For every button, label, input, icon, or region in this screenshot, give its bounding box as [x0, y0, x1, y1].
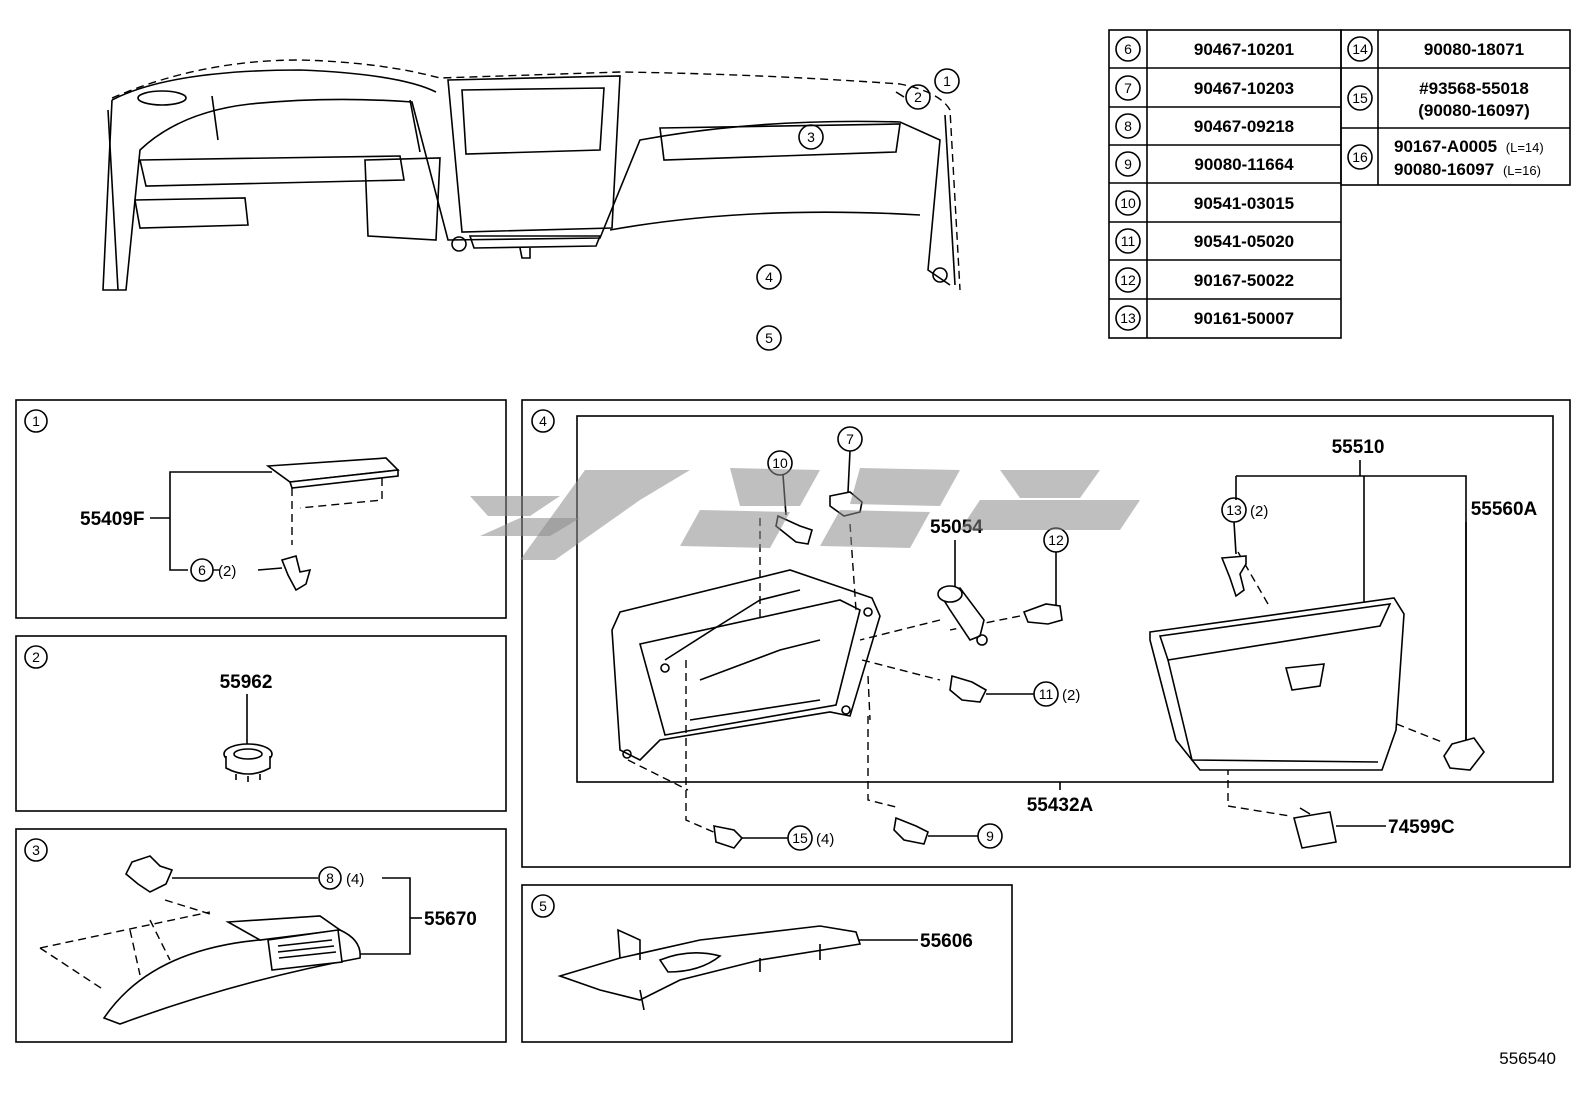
svg-text:(2): (2) — [1062, 687, 1080, 704]
svg-text:(90080-16097): (90080-16097) — [1418, 101, 1530, 120]
svg-text:12: 12 — [1048, 532, 1064, 548]
panel-5: 5 55606 — [521, 884, 1013, 1043]
svg-text:10: 10 — [772, 455, 788, 471]
svg-text:90467-10203: 90467-10203 — [1194, 79, 1294, 98]
overview-callout-4: 4 — [756, 264, 782, 290]
svg-text:16: 16 — [1352, 149, 1368, 165]
svg-text:3: 3 — [807, 129, 815, 145]
svg-text:2: 2 — [32, 649, 40, 665]
svg-text:6: 6 — [198, 562, 206, 578]
svg-text:(2): (2) — [218, 563, 236, 580]
watermark-logo — [470, 468, 1140, 560]
svg-text:55510: 55510 — [1332, 437, 1385, 458]
overview-callout-3: 3 — [798, 124, 824, 150]
svg-text:74599C: 74599C — [1388, 817, 1455, 838]
svg-text:90467-09218: 90467-09218 — [1194, 117, 1294, 136]
svg-text:9: 9 — [1124, 156, 1132, 172]
svg-text:5: 5 — [539, 898, 547, 914]
svg-text:90467-10201: 90467-10201 — [1194, 40, 1294, 59]
svg-text:90080-16097 (L=16): 90080-16097 (L=16) — [1394, 160, 1541, 179]
table-row: 13 90161-50007 — [1115, 305, 1294, 331]
svg-text:4: 4 — [765, 269, 773, 285]
svg-text:55962: 55962 — [220, 672, 273, 693]
parts-number-table: 6 90467-10201 7 90467-10203 8 90467-0921… — [1108, 29, 1571, 339]
overview-callout-5: 5 — [756, 325, 782, 351]
svg-text:4: 4 — [539, 413, 547, 429]
svg-text:13: 13 — [1226, 502, 1242, 518]
svg-text:55606: 55606 — [920, 931, 973, 952]
table-row: 7 90467-10203 — [1115, 75, 1294, 101]
diagram-code: 556540 — [1499, 1049, 1556, 1068]
svg-text:5: 5 — [765, 330, 773, 346]
table-row: 15 #93568-55018 (90080-16097) — [1347, 79, 1530, 120]
svg-text:3: 3 — [32, 842, 40, 858]
panel-1: 1 55409F 6 (2) — [15, 399, 507, 619]
svg-text:9: 9 — [986, 828, 994, 844]
table-row: 8 90467-09218 — [1115, 113, 1294, 139]
svg-text:1: 1 — [32, 413, 40, 429]
svg-text:(2): (2) — [1250, 503, 1268, 520]
overview-callout-2: 2 — [905, 84, 931, 110]
table-row: 9 90080-11664 — [1115, 151, 1294, 177]
svg-text:90541-05020: 90541-05020 — [1194, 232, 1294, 251]
table-row: 14 90080-18071 — [1347, 36, 1524, 62]
svg-text:55409F: 55409F — [80, 509, 144, 530]
svg-text:90080-18071: 90080-18071 — [1424, 40, 1524, 59]
svg-text:(4): (4) — [816, 831, 834, 848]
svg-text:7: 7 — [846, 431, 854, 447]
svg-text:90167-50022: 90167-50022 — [1194, 271, 1294, 290]
svg-text:55560A: 55560A — [1471, 499, 1538, 520]
svg-text:10: 10 — [1120, 195, 1136, 211]
svg-text:55432A: 55432A — [1027, 795, 1094, 816]
svg-text:15: 15 — [1352, 90, 1368, 106]
table-row: 12 90167-50022 — [1115, 267, 1294, 293]
svg-text:90167-A0005 (L=14): 90167-A0005 (L=14) — [1394, 137, 1544, 156]
svg-text:12: 12 — [1120, 272, 1136, 288]
svg-text:90161-50007: 90161-50007 — [1194, 309, 1294, 328]
table-row: 11 90541-05020 — [1115, 228, 1294, 254]
svg-text:11: 11 — [1039, 686, 1054, 702]
svg-text:90541-03015: 90541-03015 — [1194, 194, 1294, 213]
svg-text:6: 6 — [1124, 41, 1132, 57]
svg-text:15: 15 — [792, 830, 808, 846]
table-row: 6 90467-10201 — [1115, 36, 1294, 62]
table-row: 10 90541-03015 — [1115, 190, 1294, 216]
svg-text:8: 8 — [326, 870, 334, 886]
svg-text:1: 1 — [943, 73, 951, 89]
overview-callout-1: 1 — [934, 68, 960, 94]
svg-text:7: 7 — [1124, 80, 1132, 96]
svg-text:11: 11 — [1121, 233, 1136, 249]
panel-3: 3 8 (4) 55670 — [15, 828, 507, 1043]
svg-text:13: 13 — [1120, 310, 1136, 326]
table-row: 16 90167-A0005 (L=14) 90080-16097 (L=16) — [1347, 137, 1544, 179]
svg-text:2: 2 — [914, 89, 922, 105]
svg-text:55670: 55670 — [424, 909, 477, 930]
svg-text:(4): (4) — [346, 871, 364, 888]
panel-2: 2 55962 — [15, 635, 507, 812]
svg-text:#93568-55018: #93568-55018 — [1419, 79, 1529, 98]
svg-text:14: 14 — [1352, 41, 1368, 57]
svg-text:90080-11664: 90080-11664 — [1194, 155, 1294, 174]
svg-text:8: 8 — [1124, 118, 1132, 134]
dashboard-overview-illustration — [102, 59, 961, 291]
panel-4: 4 10 7 55054 — [521, 399, 1571, 868]
